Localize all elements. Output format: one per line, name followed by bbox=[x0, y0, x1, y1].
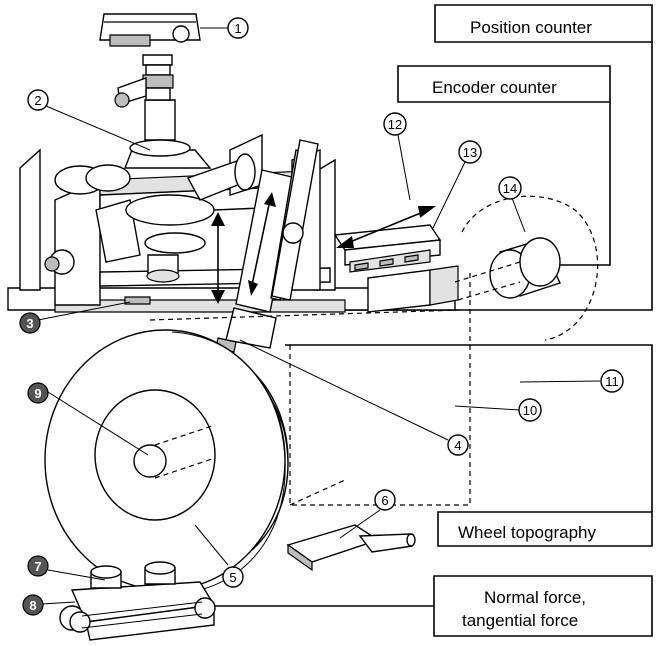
callout-7: 7 bbox=[27, 555, 49, 577]
topography-sensor bbox=[286, 524, 416, 572]
encoder-counter-label: Encoder counter bbox=[432, 78, 557, 97]
leader-lines bbox=[37, 27, 601, 605]
position-counter-label: Position counter bbox=[470, 18, 592, 37]
svg-text:7: 7 bbox=[34, 559, 41, 574]
callout-2: 2 bbox=[27, 89, 49, 111]
focus-arrow bbox=[211, 212, 225, 304]
svg-text:5: 5 bbox=[229, 570, 236, 585]
camera bbox=[99, 13, 201, 108]
force-label-line2: tangential force bbox=[462, 611, 578, 630]
svg-text:10: 10 bbox=[523, 403, 537, 418]
svg-text:12: 12 bbox=[388, 117, 402, 132]
force-label-line1: Normal force, bbox=[484, 588, 586, 607]
svg-text:11: 11 bbox=[605, 374, 619, 389]
callout-8: 8 bbox=[22, 594, 44, 616]
callout-5: 5 bbox=[222, 566, 244, 588]
svg-text:6: 6 bbox=[381, 493, 388, 508]
wheel-topography-label: Wheel topography bbox=[458, 523, 596, 542]
callout-14: 14 bbox=[498, 176, 522, 200]
callout-1: 1 bbox=[227, 17, 249, 39]
traverse-stage bbox=[333, 206, 459, 313]
callout-3: 3 bbox=[19, 312, 41, 334]
signal-wires bbox=[214, 42, 653, 607]
callout-13: 13 bbox=[458, 140, 482, 164]
svg-text:1: 1 bbox=[234, 21, 241, 36]
svg-text:3: 3 bbox=[26, 316, 33, 331]
svg-text:13: 13 bbox=[463, 145, 477, 160]
callout-11: 11 bbox=[600, 369, 624, 393]
callout-10: 10 bbox=[518, 398, 542, 422]
microscope-optics bbox=[44, 99, 256, 283]
svg-text:9: 9 bbox=[34, 386, 41, 401]
callout-9: 9 bbox=[27, 382, 49, 404]
force-dynamometer bbox=[59, 561, 216, 641]
svg-text:4: 4 bbox=[454, 438, 461, 453]
callout-12: 12 bbox=[383, 112, 407, 136]
callout-6: 6 bbox=[374, 489, 396, 511]
svg-text:14: 14 bbox=[503, 181, 517, 196]
position-counter-box: Position counter bbox=[434, 4, 653, 43]
callout-4: 4 bbox=[447, 434, 469, 456]
probe-slide bbox=[215, 139, 319, 353]
svg-text:2: 2 bbox=[34, 93, 41, 108]
force-box: Normal force, tangential force bbox=[433, 575, 653, 637]
dashed-housing bbox=[149, 270, 471, 506]
encoder-counter-box: Encoder counter bbox=[397, 65, 611, 103]
wheel-topography-box: Wheel topography bbox=[437, 511, 653, 547]
svg-text:8: 8 bbox=[29, 598, 36, 613]
encoder bbox=[454, 195, 599, 341]
grinding-wheel bbox=[44, 329, 289, 591]
